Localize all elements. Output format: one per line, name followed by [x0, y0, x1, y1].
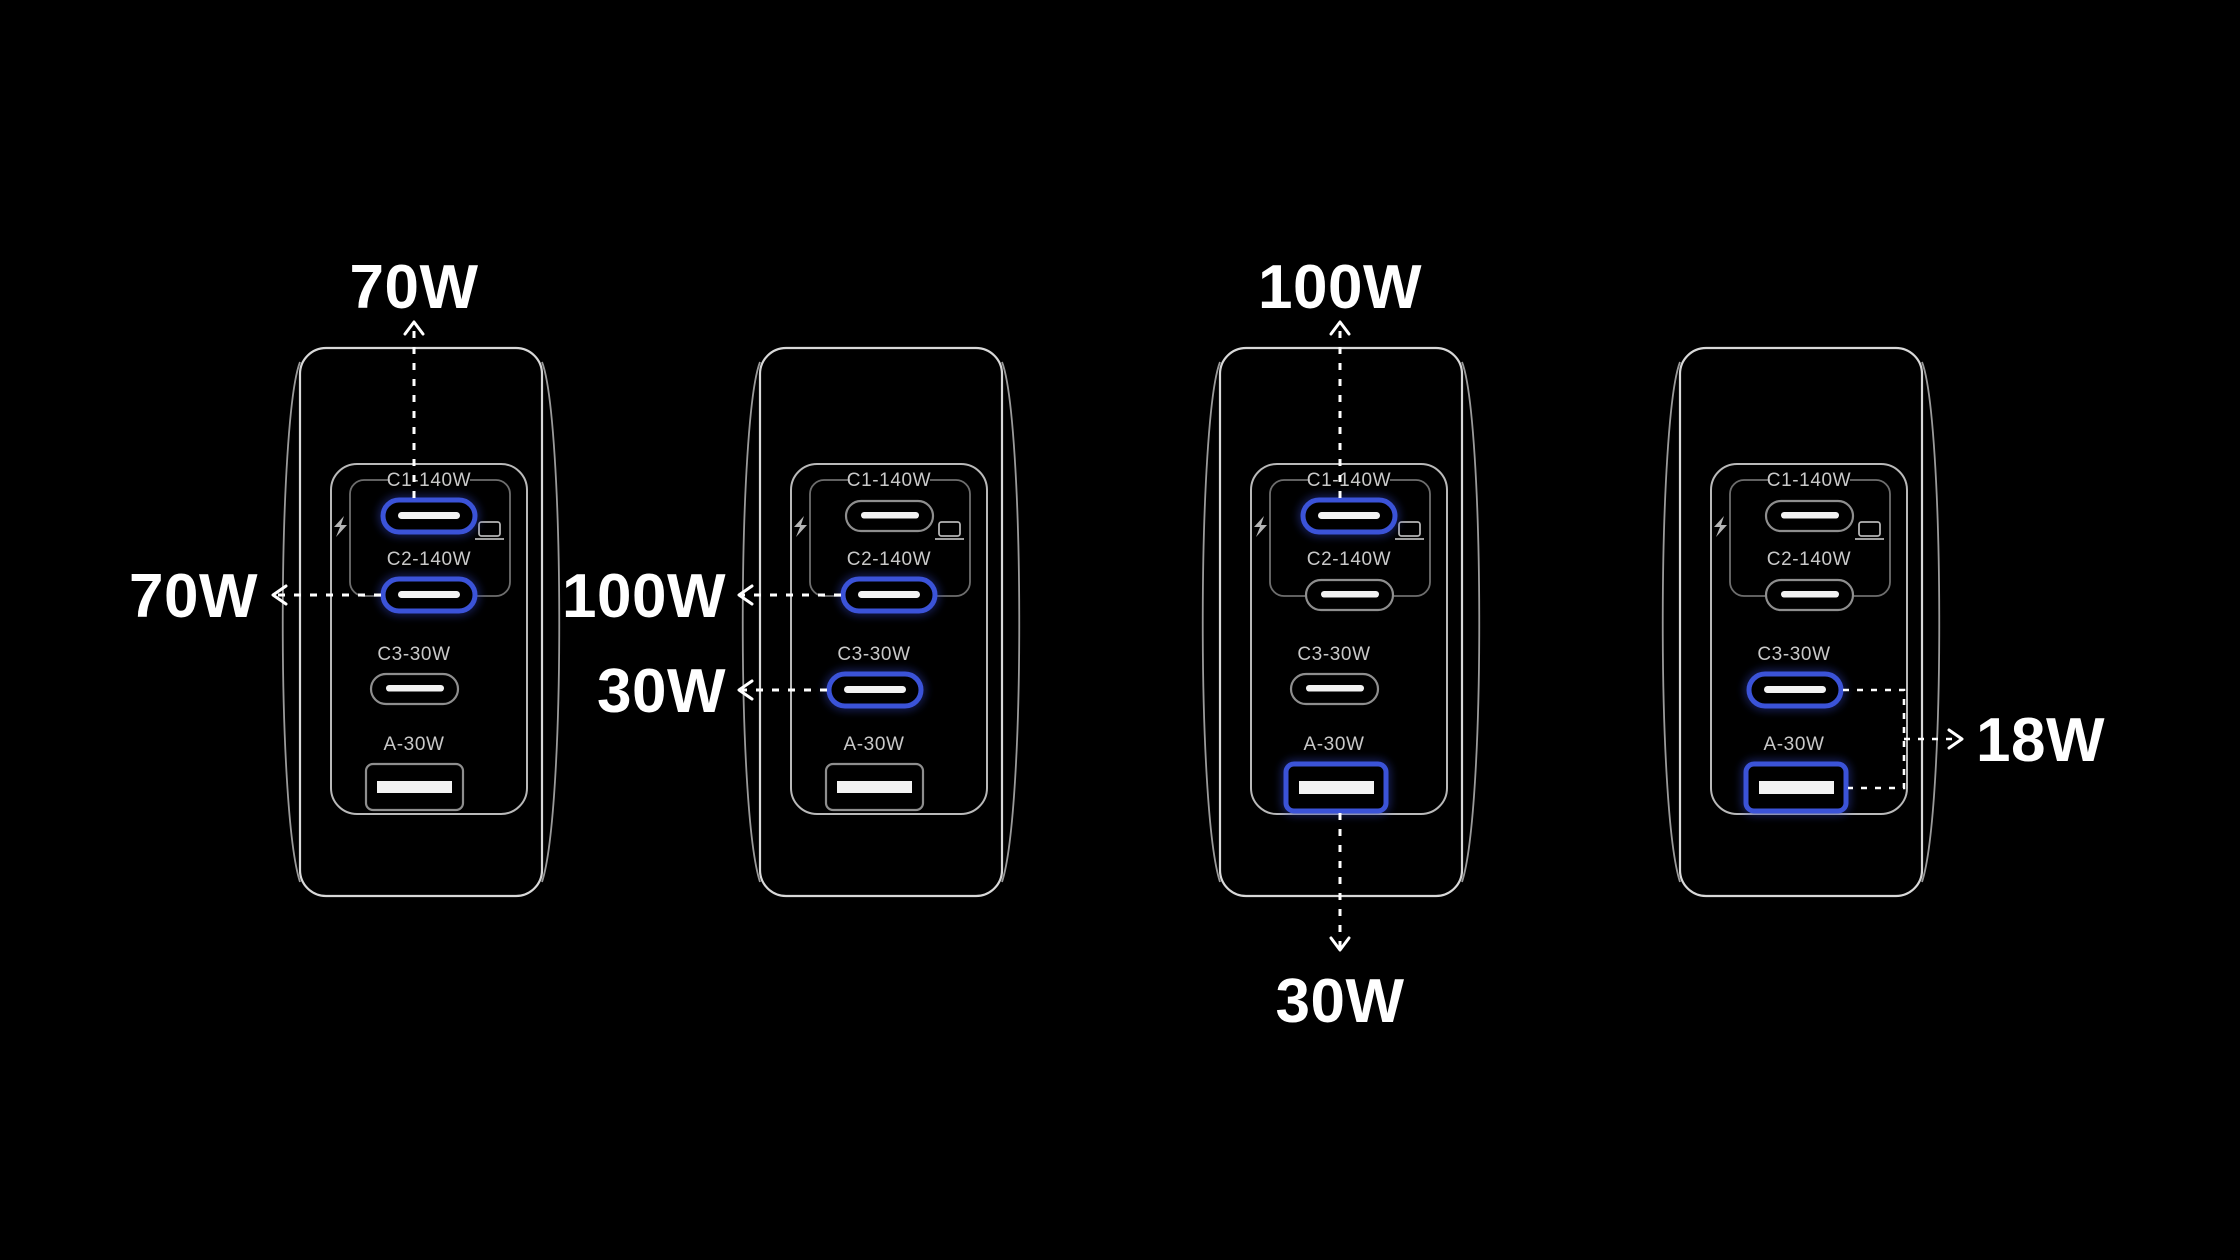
charger-1: C1-140W C2-140W C3-30W A-30W — [129, 253, 561, 898]
charger-1-port-label-c2: C2-140W — [387, 549, 471, 570]
charger-1-wattage-top: 70W — [350, 253, 479, 322]
charger-2-port-label-c2: C2-140W — [847, 549, 931, 570]
charger-2-callout-c3: 30W — [597, 657, 827, 726]
charger-2-wattage-lower: 30W — [597, 657, 726, 726]
charger-4-port-label-c2: C2-140W — [1767, 549, 1851, 570]
charger-2-port-a[interactable] — [824, 762, 925, 812]
charger-4-port-label-a: A-30W — [1763, 734, 1824, 755]
charger-4-port-a[interactable] — [1741, 759, 1851, 816]
charger-2-port-label-c1: C1-140W — [847, 470, 931, 491]
charger-2-port-label-a: A-30W — [843, 734, 904, 755]
charger-2-port-label-c3: C3-30W — [837, 644, 910, 665]
charger-3-port-c3[interactable] — [1289, 672, 1380, 706]
charger-4-port-c3[interactable] — [1744, 669, 1846, 711]
charger-1-callout-c2: 70W — [129, 562, 381, 631]
charger-3-port-a[interactable] — [1281, 759, 1391, 816]
charger-2-callout-c2: 100W — [562, 562, 841, 631]
charger-1-wattage-left: 70W — [129, 562, 258, 631]
charger-3-callout-a: 30W — [1276, 813, 1405, 1036]
charger-4-port-c2[interactable] — [1764, 578, 1855, 612]
charger-2-port-c2[interactable] — [838, 574, 940, 616]
charger-4-port-label-c1: C1-140W — [1767, 470, 1851, 491]
charger-3-port-label-c1: C1-140W — [1307, 470, 1391, 491]
charger-1-port-c3[interactable] — [369, 672, 460, 706]
charger-3-port-c1[interactable] — [1298, 495, 1400, 537]
charger-1-port-c2[interactable] — [378, 574, 480, 616]
charger-3-port-label-c3: C3-30W — [1297, 644, 1370, 665]
charger-4-wattage-right: 18W — [1976, 706, 2105, 775]
charger-2-port-c3[interactable] — [824, 669, 926, 711]
charger-4-port-label-c3: C3-30W — [1757, 644, 1830, 665]
charger-2-wattage-upper: 100W — [562, 562, 726, 631]
charger-3: C1-140W C2-140W C3-30W A-30W — [1201, 253, 1481, 1036]
charger-3-wattage-bottom: 30W — [1276, 967, 1405, 1036]
charger-3-port-c2[interactable] — [1304, 578, 1395, 612]
charger-4-callout-shared: 18W — [1843, 688, 2105, 790]
charger-1-port-a[interactable] — [364, 762, 465, 812]
charger-4: C1-140W C2-140W C3-30W A-30W — [1661, 346, 2105, 898]
charger-2-port-c1[interactable] — [844, 499, 935, 533]
charger-1-callout-c1: 70W — [350, 253, 479, 498]
charger-1-port-label-c3: C3-30W — [377, 644, 450, 665]
charger-3-callout-c1: 100W — [1258, 253, 1422, 498]
charger-3-port-label-a: A-30W — [1303, 734, 1364, 755]
charger-1-port-label-c1: C1-140W — [387, 470, 471, 491]
charger-4-port-c1[interactable] — [1764, 499, 1855, 533]
charger-1-port-label-a: A-30W — [383, 734, 444, 755]
charger-1-port-c1[interactable] — [378, 495, 480, 537]
charger-3-wattage-top: 100W — [1258, 253, 1422, 322]
charger-3-port-label-c2: C2-140W — [1307, 549, 1391, 570]
charger-2: C1-140W C2-140W C3-30W A-30W — [562, 346, 1021, 898]
